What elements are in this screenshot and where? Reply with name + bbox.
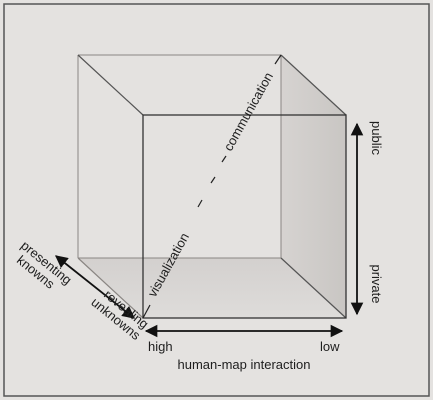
cube-right-face: [281, 55, 346, 318]
diagonal-line: [142, 54, 282, 319]
horizontal-axis-right-label: low: [320, 339, 340, 354]
vertical-axis-top-label: public: [369, 121, 384, 155]
diagonal-end-label: communication: [221, 70, 277, 154]
cube-bottom-face: [78, 258, 346, 318]
knowns-unknowns-arrow: [55, 255, 135, 319]
cube-front-face: [142, 114, 347, 319]
horizontal-axis-title: human-map interaction: [178, 357, 311, 372]
horizontal-axis-left-label: high: [148, 339, 173, 354]
depth-axis-far-label: presenting knowns: [14, 238, 75, 292]
cube-back-face: [77, 54, 282, 259]
frame-border: [3, 3, 430, 397]
vertical-axis-bottom-label: private: [369, 264, 384, 303]
